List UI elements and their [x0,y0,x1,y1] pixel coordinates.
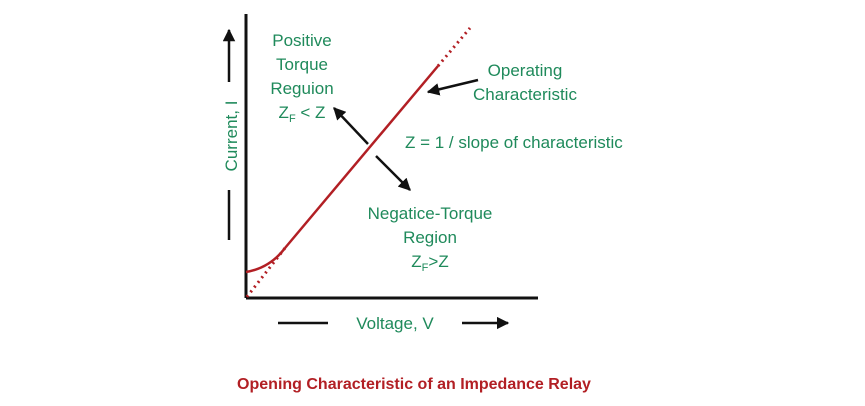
positive-region-line2: Torque [276,55,328,74]
diagram-caption: Opening Characteristic of an Impedance R… [237,376,591,393]
negative-condition-subscript: F [422,262,429,274]
negative-condition-z: Z [411,252,421,271]
positive-condition-rest: < Z [296,103,326,122]
negative-condition-rest: >Z [428,252,448,271]
y-axis-label: Current, I [222,101,241,172]
operating-label-line1: Operating [488,61,563,80]
positive-region-condition: ZF < Z [279,103,326,125]
positive-condition-z: Z [279,103,289,122]
negative-region-condition: ZF>Z [411,252,448,274]
positive-region-line3: Reguion [270,79,333,98]
x-axis-label: Voltage, V [356,314,434,333]
arrow-to-operating-line [426,78,479,96]
slope-note: Z = 1 / slope of characteristic [405,133,623,152]
negative-region-line2: Region [403,228,457,247]
arrow-to-positive-region [333,107,369,145]
negative-region-line1: Negatice-Torque [368,204,493,223]
arrow-to-negative-region [375,155,411,191]
operating-characteristic-line [284,65,439,249]
characteristic-curve-start [245,247,286,274]
characteristic-extension-top [436,27,472,67]
characteristic-extension-bottom [244,247,287,299]
operating-label-line2: Characteristic [473,85,577,104]
positive-condition-subscript: F [289,113,296,125]
positive-region-line1: Positive [272,31,332,50]
